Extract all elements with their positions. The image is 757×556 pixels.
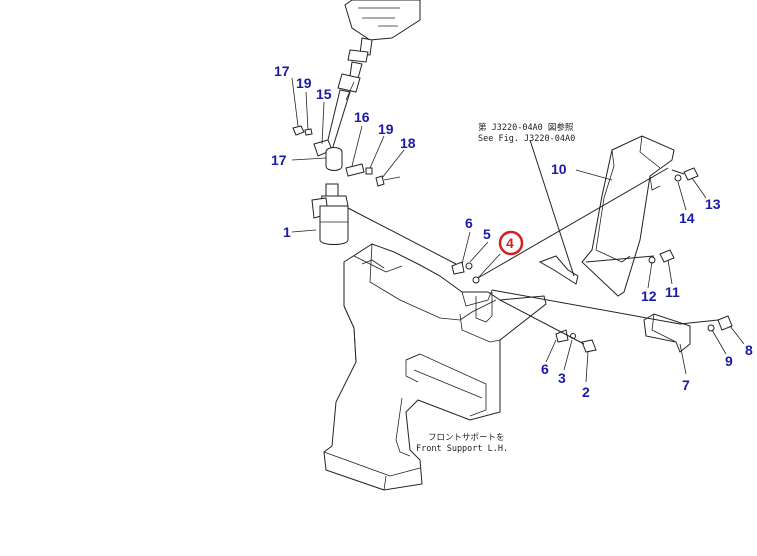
callout-18: 17	[274, 63, 290, 79]
callout-7: 7	[682, 377, 690, 393]
callout-numbers: 17 19 15 16 19 18 17 1 6 5 4 6 3 2 7 9 8…	[271, 63, 753, 400]
callout-12: 12	[641, 288, 657, 304]
callout-4: 4	[506, 235, 514, 251]
small-hardware	[451, 167, 733, 353]
callout-1: 1	[283, 224, 291, 240]
callout-19: 19	[296, 75, 312, 91]
callout-6-upper: 6	[465, 215, 473, 231]
callout-9: 9	[725, 353, 733, 369]
callout-6-lower: 6	[541, 361, 549, 377]
callout-5: 5	[483, 226, 491, 242]
steering-column	[325, 0, 421, 151]
bracket-part-10	[581, 135, 675, 297]
front-support-note-en: Front Support L.H.	[416, 444, 508, 454]
callout-8: 8	[745, 342, 753, 358]
assembly-lines	[347, 139, 719, 345]
callout-14: 14	[679, 210, 695, 226]
steering-valve	[311, 183, 349, 245]
upper-left-hardware	[292, 125, 401, 187]
front-support-frame	[323, 243, 547, 491]
callout-11: 11	[665, 284, 680, 300]
reference-notes: 第 J3220-04A0 図参照 See Fig. J3220-04A0 フロン…	[416, 122, 575, 454]
bracket-part-7	[643, 313, 691, 353]
see-fig-note-jp: 第 J3220-04A0 図参照	[478, 122, 574, 133]
callout-17: 18	[400, 135, 416, 151]
callout-16: 17	[271, 152, 287, 168]
see-fig-note-en: See Fig. J3220-04A0	[478, 134, 575, 144]
callout-13: 13	[705, 196, 721, 212]
callout-2: 2	[582, 384, 590, 400]
highlight-ring	[498, 230, 524, 256]
leader-lines	[291, 77, 745, 383]
callout-15: 16	[354, 109, 370, 125]
front-support-note-jp: フロントサポートを	[428, 433, 505, 443]
callout-15: 15	[316, 86, 332, 102]
callout-19: 19	[378, 121, 394, 137]
callout-10: 10	[551, 161, 567, 177]
callout-3: 3	[558, 370, 566, 386]
